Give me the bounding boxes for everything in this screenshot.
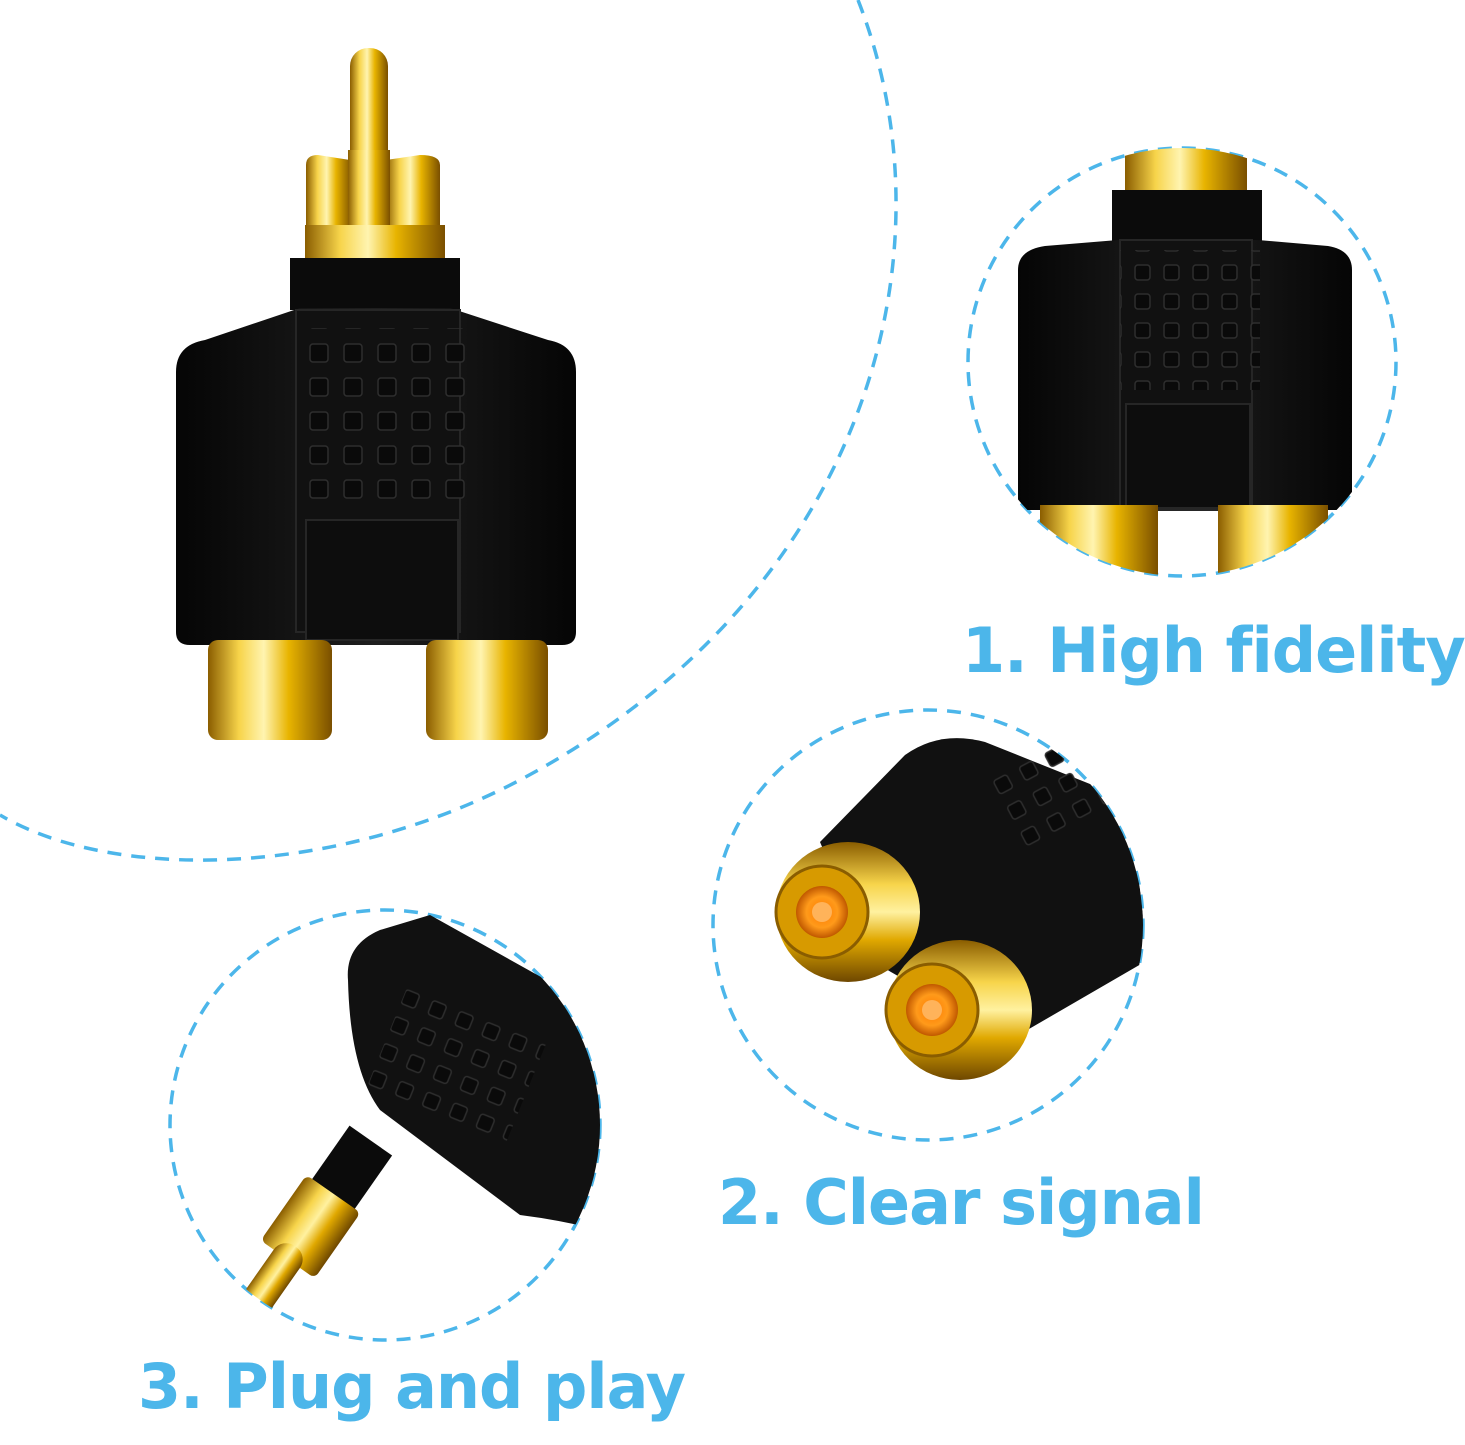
detail-plug-view (168, 908, 602, 1342)
feature-label-plug-and-play: 3. Plug and play (138, 1350, 686, 1423)
feature-label-clear-signal: 2. Clear signal (718, 1166, 1205, 1239)
feature-label-high-fidelity: 1. High fidelity (962, 614, 1465, 687)
main-adapter-image (176, 48, 576, 740)
detail-sockets-view (711, 708, 1145, 1142)
dashed-arc-divider (0, 0, 898, 862)
detail-top-view (966, 146, 1398, 578)
